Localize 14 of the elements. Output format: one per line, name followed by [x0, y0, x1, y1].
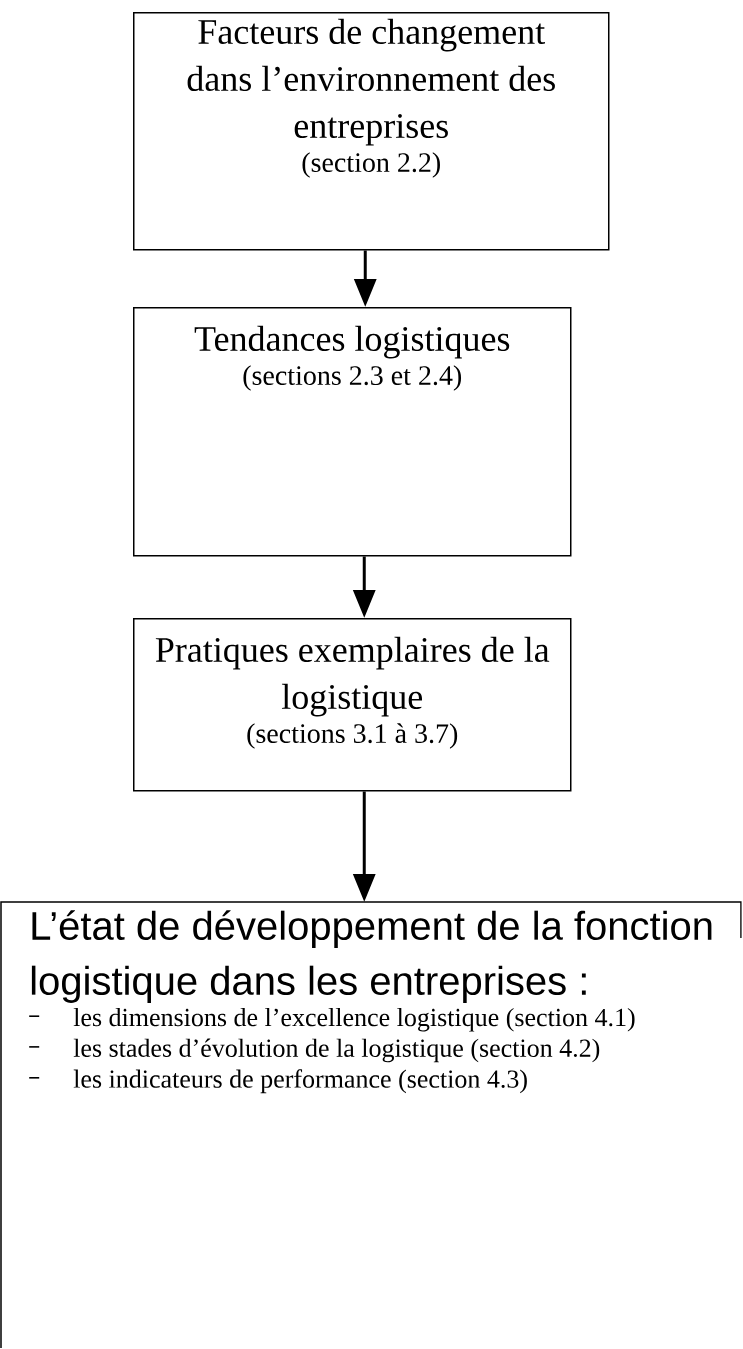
- heading: L’état de développement de la fonction logistique dans les entreprises :: [31, 910, 712, 1003]
- list-item: les dimensions de l’excellence logistique (section 4.1): [73, 1007, 635, 1032]
- list-item: les stades d’évolution de la logistique (section 4.2): [73, 1038, 600, 1063]
- section-reference: (sections 3.1 à 3.7): [247, 723, 458, 749]
- process-box: [133, 618, 572, 792]
- box-title: Pratiques exemplaires de la logistique: [155, 636, 550, 717]
- section-reference: (section 2.2): [302, 152, 440, 178]
- list-item: les indicateurs de performance (section 4.3): [73, 1069, 527, 1094]
- text-box: [0, 901, 742, 1349]
- process-box: [133, 12, 610, 251]
- process-box: [133, 307, 572, 557]
- box-title: Facteurs de changement dans l’environnement des entreprises: [187, 18, 555, 146]
- box-title: Tendances logistiques: [194, 325, 510, 359]
- section-reference: (sections 2.3 et 2.4): [243, 365, 462, 391]
